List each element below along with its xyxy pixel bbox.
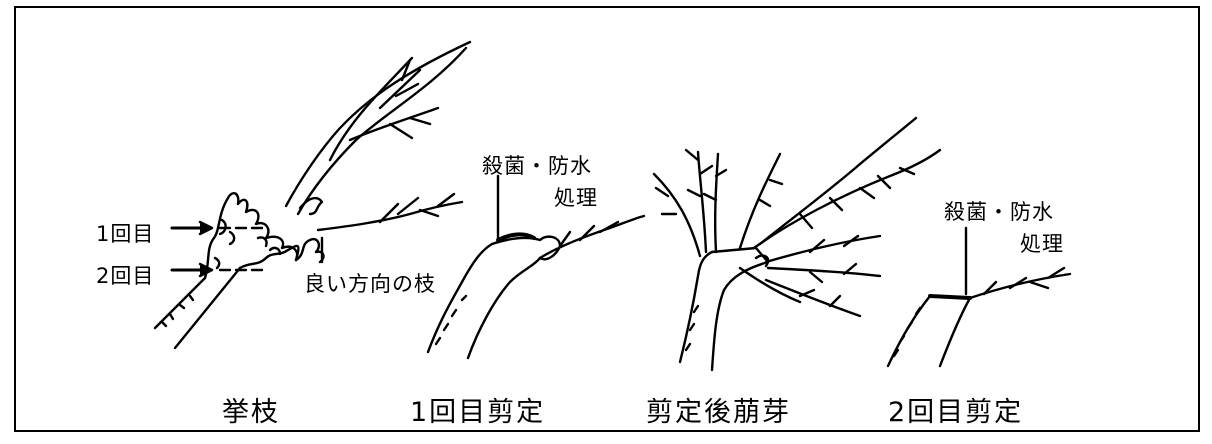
treatment-label-2-line1: 殺菌・防水 — [944, 196, 1054, 226]
caption-after-prune-sprout: 剪定後萠芽 — [646, 390, 791, 429]
caption-knob-branch: 挙枝 — [222, 390, 280, 429]
after-prune-sprout-drawing — [654, 118, 940, 370]
treatment-label-1-line1: 殺菌・防水 — [482, 150, 592, 180]
treatment-label-1-line2: 処理 — [554, 182, 598, 212]
second-cut-label: 2回目 — [96, 260, 154, 290]
treatment-label-2-line2: 処理 — [1020, 228, 1064, 258]
caption-second-prune: 2回目剪定 — [888, 390, 1023, 429]
good-branch-label: 良い方向の枝 — [304, 268, 436, 298]
first-cut-label: 1回目 — [96, 218, 154, 248]
caption-first-prune: 1回目剪定 — [410, 390, 545, 429]
knob-branch-drawing — [155, 42, 470, 348]
